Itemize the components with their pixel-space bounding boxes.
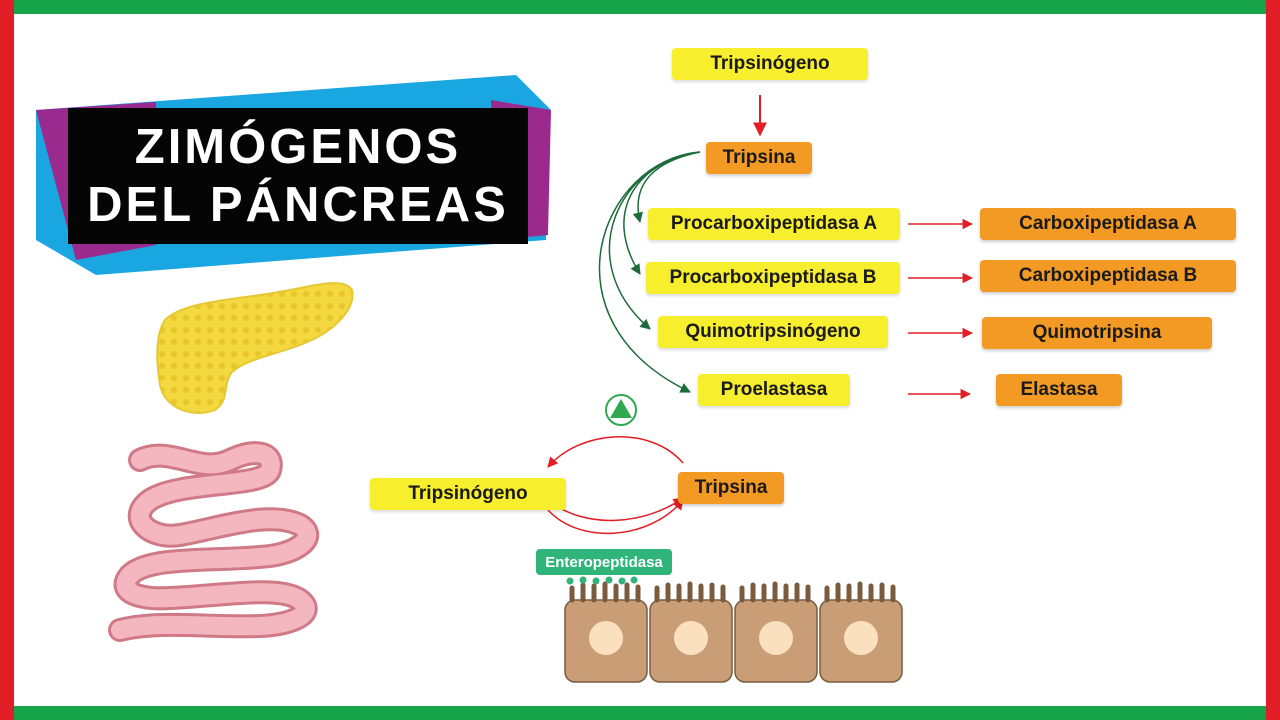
title-line-1: ZIMÓGENOS: [134, 120, 462, 174]
zymogen-procarboxypeptidase-a: Procarboxipeptidasa A: [648, 208, 900, 240]
pancreas-icon: [156, 282, 354, 414]
zymogen-proelastasa: Proelastasa: [698, 374, 850, 406]
page-title: ZIMÓGENOS DEL PÁNCREAS: [68, 108, 528, 244]
feedback-arrow-trypsin-to-trypsinogen: [547, 436, 684, 468]
enzyme-elastasa: Elastasa: [996, 374, 1122, 406]
enteropeptidase-label: Enteropeptidasa: [536, 549, 672, 575]
top-trypsinogen-label: Tripsinógeno: [672, 48, 868, 80]
enzyme-quimotripsina: Quimotripsina: [982, 317, 1212, 349]
green-arrow-quimotripsinogeno: [608, 151, 701, 330]
title-line-2: DEL PÁNCREAS: [87, 178, 509, 232]
zymogen-procarboxypeptidase-b: Procarboxipeptidasa B: [646, 262, 900, 294]
activation-trypsinogen-label: Tripsinógeno: [370, 478, 566, 510]
zymogen-quimotripsinogeno: Quimotripsinógeno: [658, 316, 888, 348]
frame-bottom-border: [0, 706, 1280, 720]
title-banner: ZIMÓGENOS DEL PÁNCREAS: [36, 70, 566, 280]
small-intestine-icon: [108, 441, 319, 642]
activation-arrow-1: [547, 499, 684, 535]
trypsin-label: Tripsina: [706, 142, 812, 174]
enterocyte-cells-icon: [564, 576, 903, 683]
enzyme-carboxypeptidase-b: Carboxipeptidasa B: [980, 260, 1236, 292]
frame-left-border: [0, 0, 14, 720]
enzyme-carboxypeptidase-a: Carboxipeptidasa A: [980, 208, 1236, 240]
frame-top-border: [0, 0, 1280, 14]
activation-trypsin-label: Tripsina: [678, 472, 784, 504]
activation-arrow-2: [547, 497, 684, 522]
positive-feedback-triangle-icon: [605, 394, 637, 426]
frame-right-border: [1266, 0, 1280, 720]
